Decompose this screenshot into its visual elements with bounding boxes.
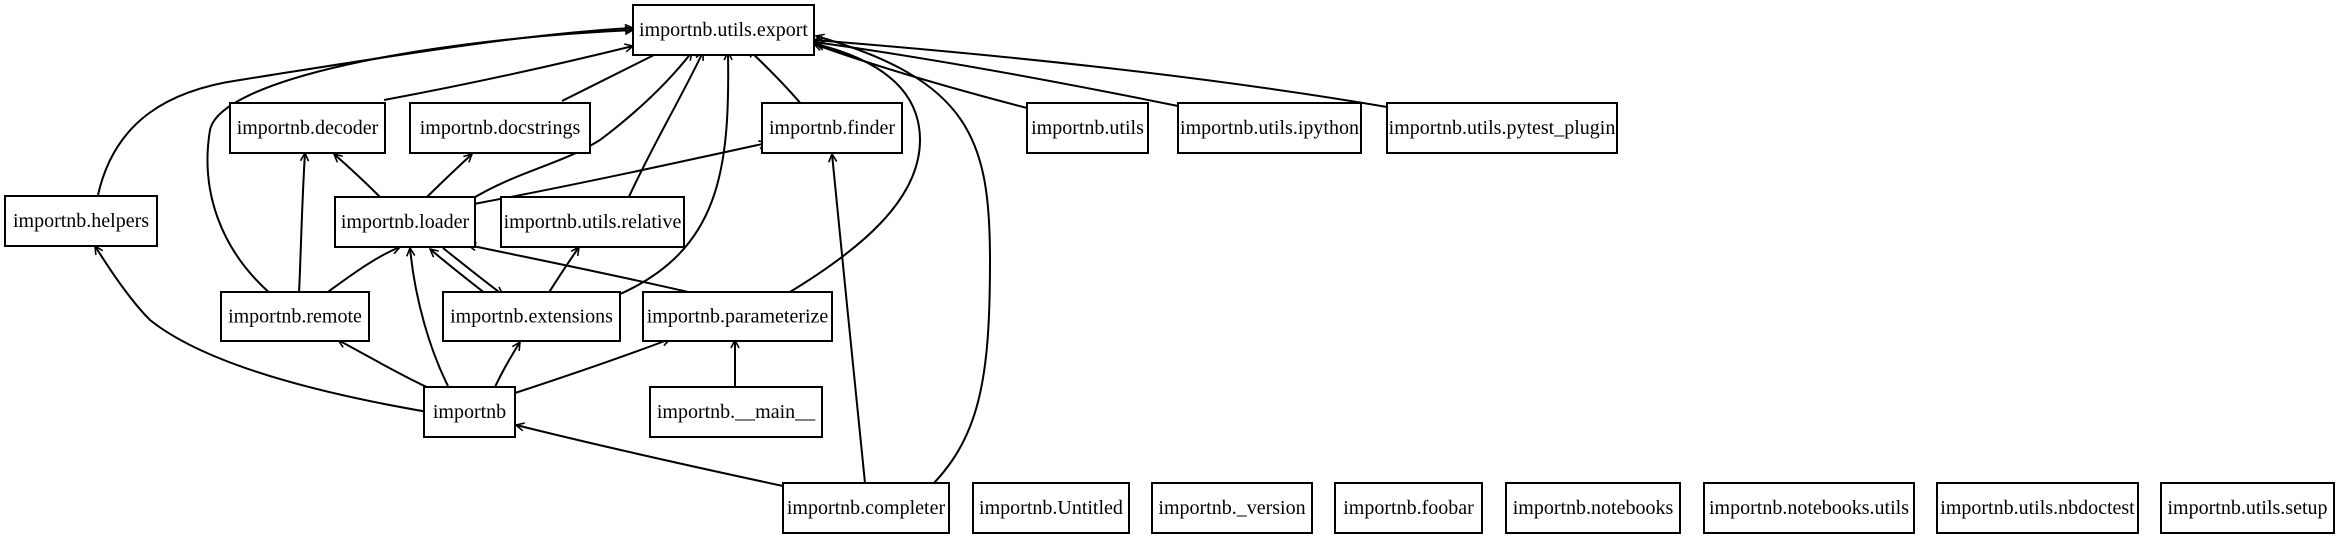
node-importnb-version[interactable]: importnb._version: [1151, 482, 1313, 534]
graph-nodes: importnb.utils.export importnb.decoder i…: [4, 4, 2335, 534]
edge-loader-to-export: [469, 52, 692, 201]
edge-ipython-to-export: [814, 42, 1179, 107]
node-importnb-utils-nbdoctest[interactable]: importnb.utils.nbdoctest: [1936, 482, 2139, 534]
edge-remote-to-export: [206, 30, 633, 296]
node-label: importnb: [433, 401, 506, 423]
edge-remote-to-decoder: [298, 153, 305, 295]
node-importnb-docstrings[interactable]: importnb.docstrings: [409, 102, 591, 154]
edge-importnb-to-extensions: [494, 342, 520, 388]
node-importnb-utils-setup[interactable]: importnb.utils.setup: [2160, 482, 2335, 534]
edge-parameterize-to-export: [784, 44, 922, 296]
edge-remote-to-loader: [324, 247, 400, 295]
node-label: importnb.finder: [769, 117, 895, 139]
node-label: importnb.parameterize: [647, 306, 829, 328]
edge-importnb-to-helpers: [95, 246, 429, 413]
node-label: importnb.remote: [228, 306, 362, 328]
node-importnb-utils-relative[interactable]: importnb.utils.relative: [500, 196, 685, 248]
node-label: importnb._version: [1158, 497, 1305, 519]
node-importnb-completer[interactable]: importnb.completer: [782, 482, 950, 534]
node-importnb[interactable]: importnb: [423, 386, 516, 438]
node-label: importnb.utils.setup: [2168, 497, 2328, 519]
node-importnb-utils-pytest-plugin[interactable]: importnb.utils.pytest_plugin: [1386, 102, 1618, 154]
node-label: importnb.notebooks.utils: [1709, 497, 1909, 519]
node-importnb-loader[interactable]: importnb.loader: [334, 196, 476, 248]
node-label: importnb.notebooks: [1513, 497, 1674, 519]
node-importnb-main[interactable]: importnb.__main__: [649, 386, 823, 438]
node-importnb-untitled[interactable]: importnb.Untitled: [972, 482, 1130, 534]
node-label: importnb.foobar: [1343, 497, 1474, 519]
node-importnb-remote[interactable]: importnb.remote: [220, 291, 370, 342]
edge-loader-to-docstrings: [426, 154, 472, 198]
node-label: importnb.utils.nbdoctest: [1940, 497, 2135, 519]
node-label: importnb.docstrings: [420, 117, 581, 139]
node-label: importnb.utils.export: [639, 19, 808, 41]
node-label: importnb.completer: [787, 497, 946, 519]
edge-importnb-to-remote: [338, 339, 434, 391]
edge-parameterize-to-loader: [468, 245, 698, 295]
edge-loader-to-extensions: [442, 247, 503, 295]
node-importnb-utils-export[interactable]: importnb.utils.export: [632, 4, 815, 56]
node-importnb-utils-ipython[interactable]: importnb.utils.ipython: [1177, 102, 1362, 154]
node-label: importnb.utils: [1031, 117, 1144, 139]
edge-importnb-to-parameterize: [514, 339, 670, 394]
node-importnb-finder[interactable]: importnb.finder: [761, 102, 903, 154]
node-label: importnb.decoder: [237, 117, 379, 139]
edge-extensions-to-loader: [430, 249, 487, 295]
node-importnb-utils[interactable]: importnb.utils: [1026, 102, 1149, 154]
edge-completer-to-importnb: [516, 425, 784, 487]
node-importnb-notebooks[interactable]: importnb.notebooks: [1505, 482, 1681, 534]
node-label: importnb.extensions: [450, 306, 613, 328]
node-importnb-foobar[interactable]: importnb.foobar: [1334, 482, 1483, 534]
edge-extensions-to-export: [617, 52, 728, 296]
edge-pytest-plugin-to-export: [814, 40, 1394, 109]
edge-completer-to-export: [816, 36, 992, 493]
node-importnb-extensions[interactable]: importnb.extensions: [442, 291, 621, 342]
node-importnb-notebooks-utils[interactable]: importnb.notebooks.utils: [1703, 482, 1915, 534]
edge-decoder-to-export: [383, 46, 633, 101]
node-label: importnb.Untitled: [979, 497, 1123, 519]
node-label: importnb.loader: [341, 211, 470, 233]
node-label: importnb.__main__: [657, 401, 816, 423]
node-label: importnb.utils.pytest_plugin: [1389, 117, 1616, 139]
node-importnb-helpers[interactable]: importnb.helpers: [4, 195, 158, 247]
node-label: importnb.helpers: [13, 210, 149, 232]
node-importnb-parameterize[interactable]: importnb.parameterize: [642, 291, 833, 342]
edge-loader-to-decoder: [334, 154, 381, 198]
edge-relative-to-export: [627, 52, 703, 200]
node-label: importnb.utils.relative: [504, 211, 682, 233]
edge-importnb-to-loader: [410, 248, 449, 387]
edge-completer-to-finder: [832, 154, 866, 484]
edge-finder-to-export: [748, 49, 807, 111]
edge-extensions-to-relative: [547, 247, 579, 295]
node-label: importnb.utils.ipython: [1180, 117, 1359, 139]
graph-edges: [95, 28, 1394, 493]
node-importnb-decoder[interactable]: importnb.decoder: [229, 102, 386, 154]
